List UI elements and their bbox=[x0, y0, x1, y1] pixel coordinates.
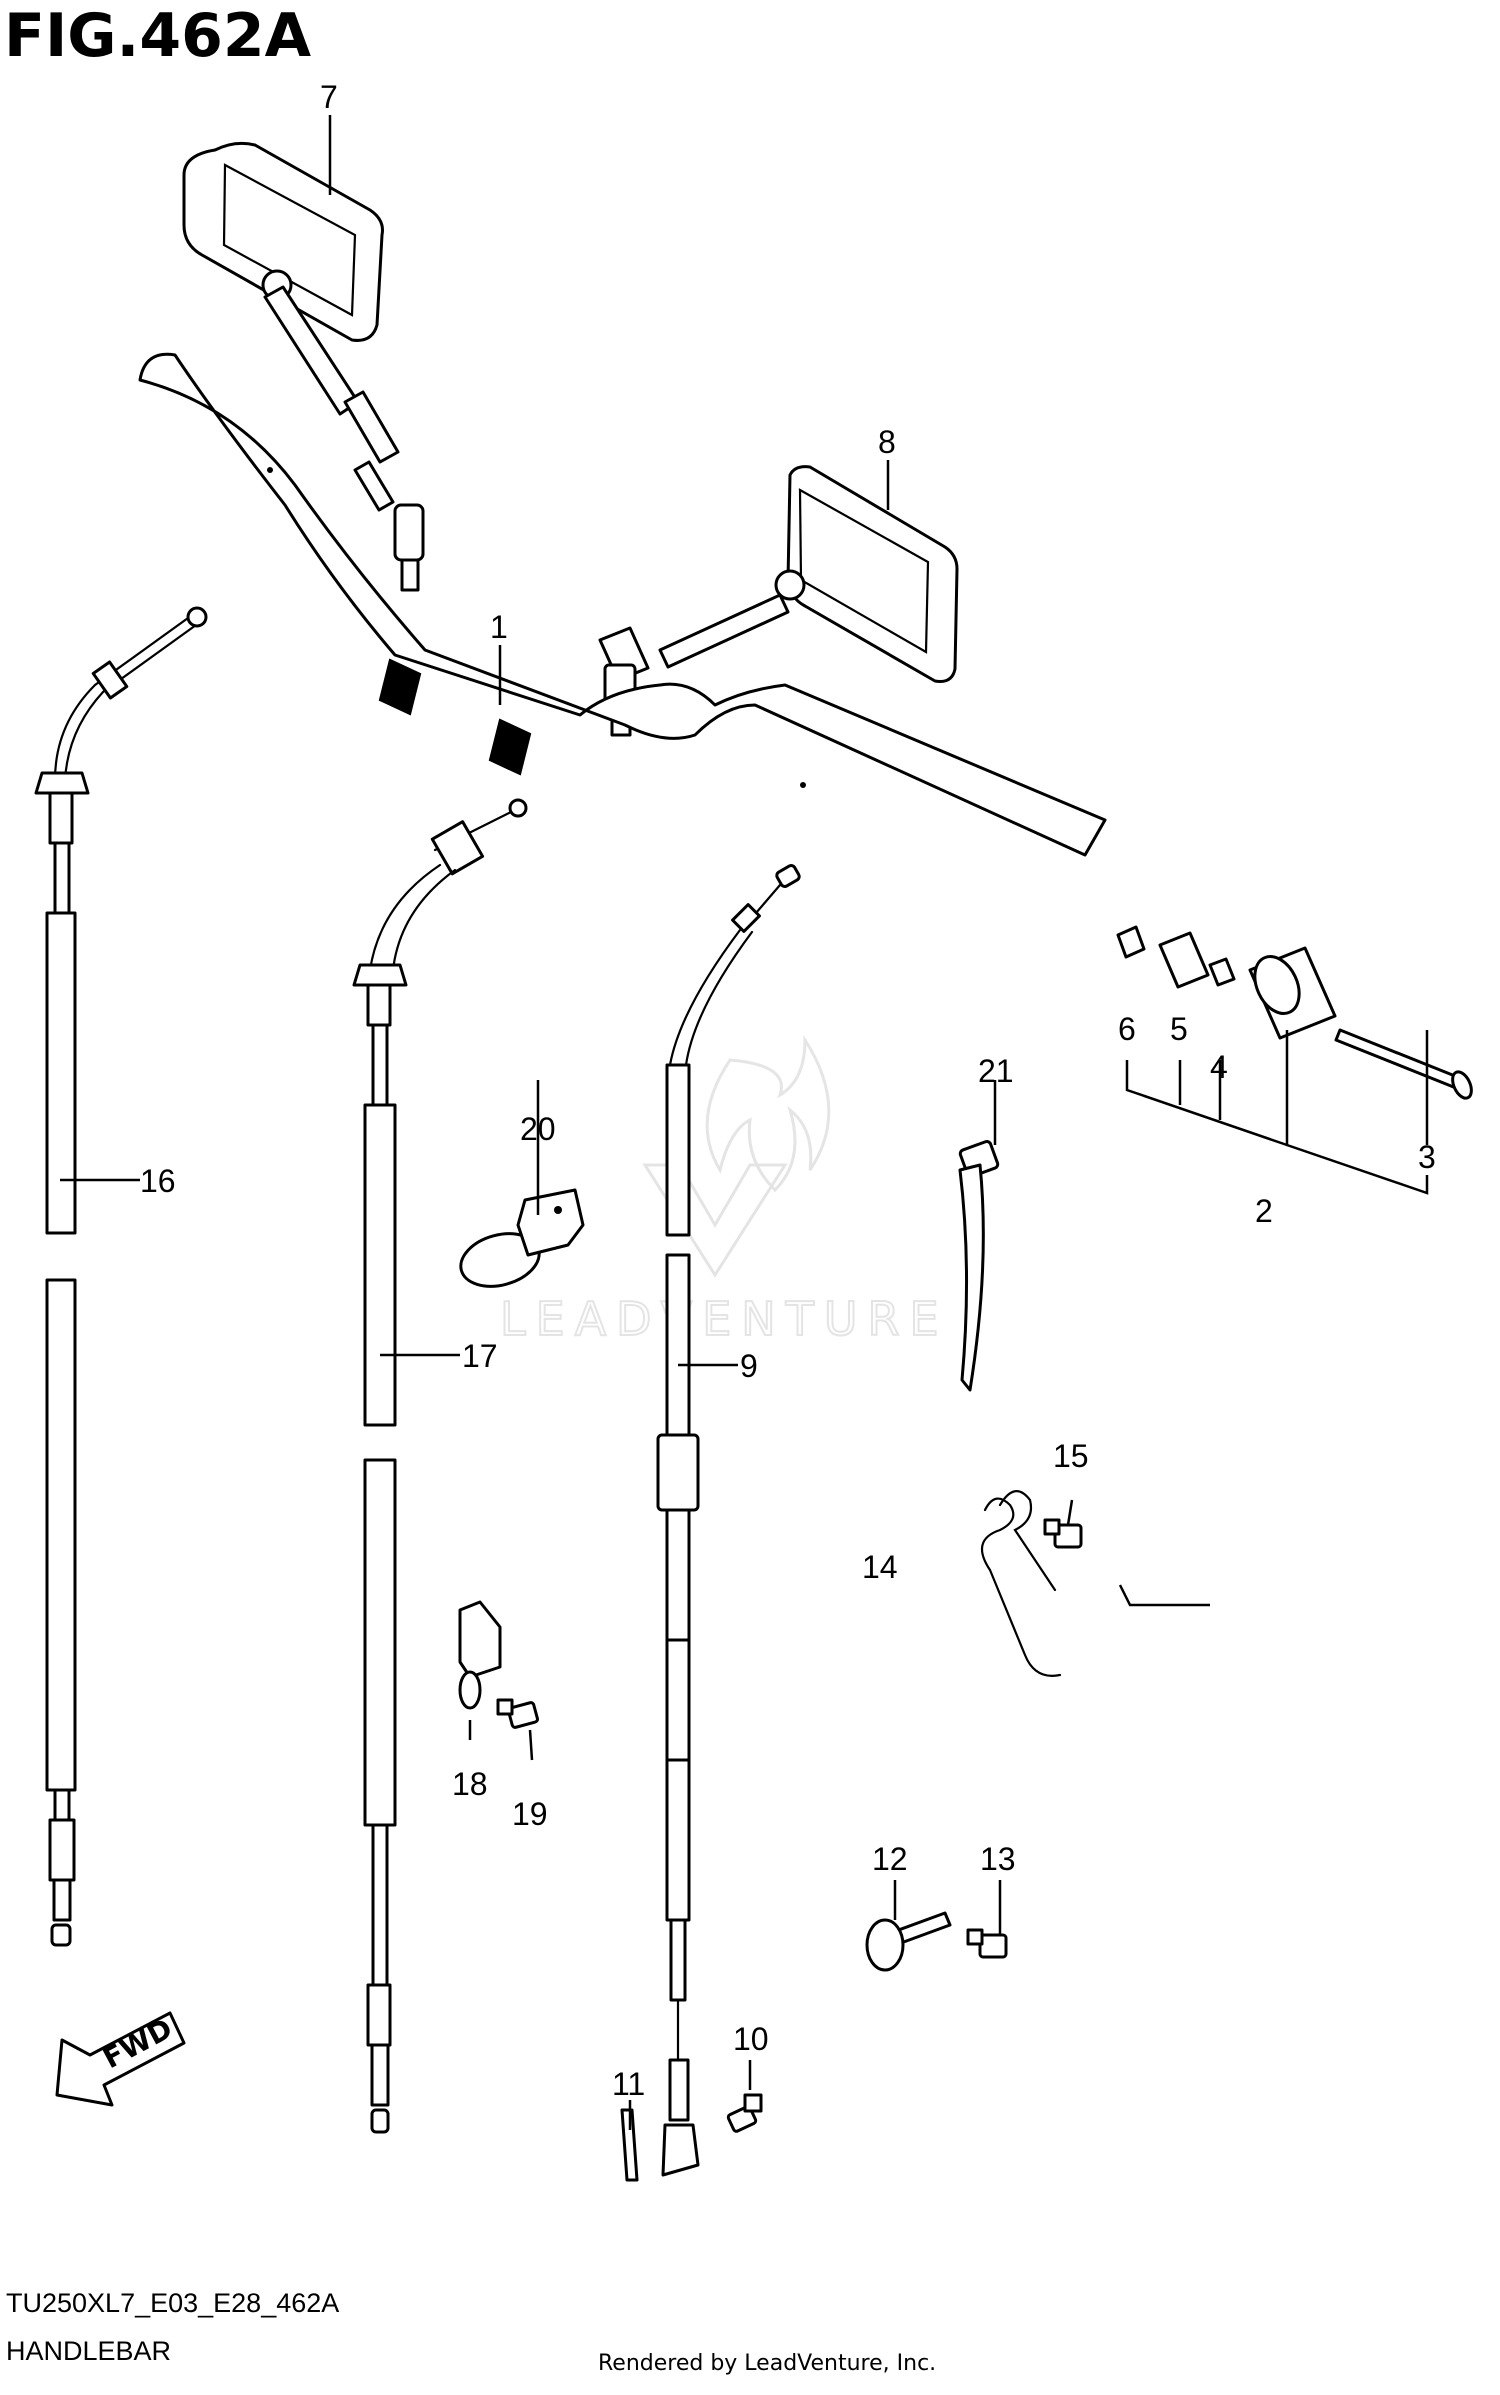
callout-3: 3 bbox=[1418, 1139, 1436, 1175]
leader-lines bbox=[60, 115, 1429, 2130]
callout-7: 7 bbox=[320, 79, 338, 115]
cable-16 bbox=[34, 606, 208, 1947]
callout-17: 17 bbox=[462, 1338, 498, 1374]
callout-6: 6 bbox=[1118, 1011, 1136, 1047]
part-19-bolt bbox=[496, 1698, 539, 1729]
part-15-bolt bbox=[1043, 1518, 1083, 1549]
callout-19: 19 bbox=[512, 1796, 548, 1832]
cable-9 bbox=[656, 864, 801, 2177]
callout-15: 15 bbox=[1053, 1438, 1089, 1474]
callout-9: 9 bbox=[740, 1348, 758, 1384]
cable-17 bbox=[352, 798, 528, 2134]
part-6-nut bbox=[1116, 925, 1146, 959]
callout-14: 14 bbox=[862, 1549, 898, 1585]
part-18-clamp bbox=[458, 1600, 502, 1710]
part-14-guide-wire bbox=[980, 1490, 1062, 1677]
part-3-screw bbox=[1334, 1028, 1462, 1090]
part-13-bolt bbox=[966, 1928, 1008, 1959]
callout-10: 10 bbox=[733, 2021, 769, 2057]
figure-title: FIG.462A bbox=[4, 1, 312, 71]
handlebar bbox=[138, 352, 1107, 857]
watermark-logo: LEADVENTURE bbox=[499, 1034, 949, 1347]
part-12-clamp bbox=[865, 1911, 952, 1972]
part-20-clamp bbox=[459, 1188, 585, 1288]
part-4-nut bbox=[1208, 957, 1236, 987]
mirror-left bbox=[182, 141, 425, 592]
callout-11: 11 bbox=[612, 2066, 645, 2102]
part-11-pin bbox=[620, 2108, 639, 2182]
model-code: TU250XL7_E03_E28_462A bbox=[6, 2288, 339, 2318]
callout-1: 1 bbox=[490, 609, 508, 645]
part-21-cable-tie bbox=[958, 1139, 1000, 1392]
section-name: HANDLEBAR bbox=[6, 2336, 171, 2366]
callout-8: 8 bbox=[878, 424, 896, 460]
part-10-bolt bbox=[726, 2093, 763, 2133]
part-5-spacer bbox=[1158, 931, 1210, 989]
callout-16: 16 bbox=[140, 1163, 176, 1199]
callout-4: 4 bbox=[1210, 1049, 1228, 1085]
callout-21: 21 bbox=[978, 1053, 1014, 1089]
fwd-arrow: FWD bbox=[55, 2011, 186, 2107]
callout-numbers: 7 8 1 6 5 4 3 2 16 20 21 17 9 15 14 18 1… bbox=[140, 79, 1436, 2102]
callout-13: 13 bbox=[980, 1841, 1016, 1877]
bar-end-assembly bbox=[1116, 925, 1473, 1100]
callout-5: 5 bbox=[1170, 1011, 1188, 1047]
rendered-by: Rendered by LeadVenture, Inc. bbox=[598, 2351, 936, 2376]
callout-2: 2 bbox=[1255, 1193, 1273, 1229]
callout-18: 18 bbox=[452, 1766, 488, 1802]
watermark-text: LEADVENTURE bbox=[500, 1292, 949, 1346]
callout-20: 20 bbox=[520, 1111, 556, 1147]
callout-12: 12 bbox=[872, 1841, 908, 1877]
